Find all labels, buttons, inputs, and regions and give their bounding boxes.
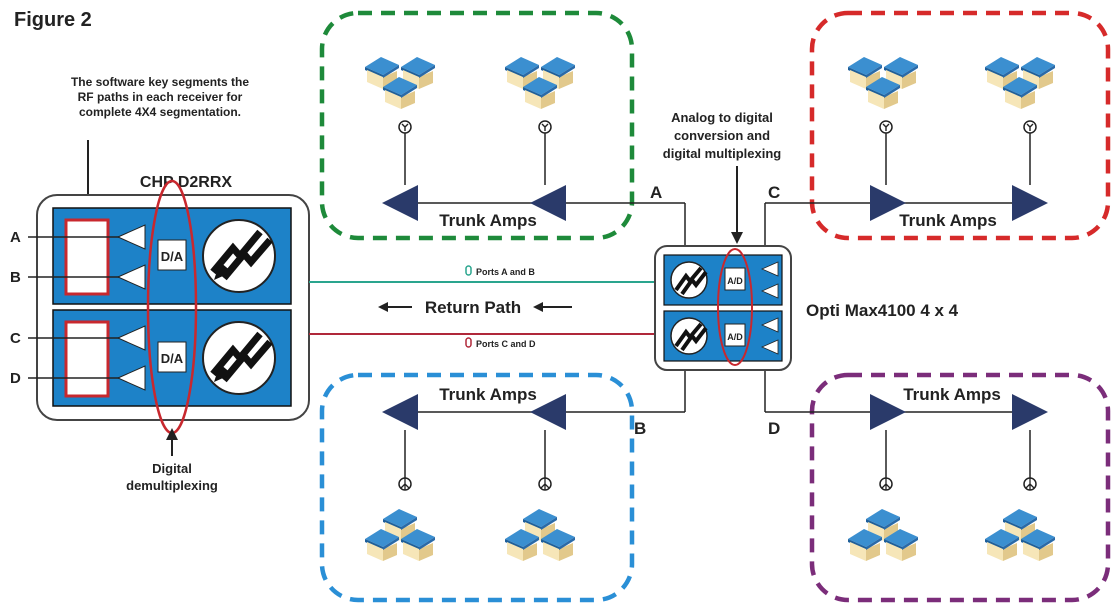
houses-d-right <box>985 509 1055 561</box>
ports-cd-label: Ports C and D <box>476 339 536 349</box>
rx-amp-icon <box>116 224 146 250</box>
trunk-amp-b2 <box>530 394 566 430</box>
ports-ab-label: Ports A and B <box>476 267 535 277</box>
port-label-b: B <box>10 269 21 286</box>
svg-text:conversion and: conversion and <box>674 128 770 143</box>
ad-converter-bottom <box>724 323 746 347</box>
laser-icon <box>670 261 708 299</box>
da-converter-top <box>157 239 187 271</box>
annotation-software-key: The software key segments the RF paths i… <box>71 75 249 119</box>
branch-letter-a: A <box>650 183 662 202</box>
return-path-label: Return Path <box>425 298 521 317</box>
svg-text:A/D: A/D <box>727 332 743 342</box>
service-area-c <box>809 10 1111 241</box>
photodiode-icon <box>202 219 276 293</box>
service-area-b <box>319 372 635 603</box>
svg-text:The software key segments the: The software key segments the <box>71 75 249 89</box>
software-key-slot-bottom <box>64 320 110 398</box>
svg-text:D/A: D/A <box>161 249 184 264</box>
antenna-icon <box>538 477 552 491</box>
rx-amp-icon <box>116 264 146 290</box>
rx-amp-icon <box>116 365 146 391</box>
service-area-d <box>809 372 1111 603</box>
connector-icon <box>465 265 472 276</box>
antenna-icon <box>1023 120 1037 134</box>
houses-d-left <box>848 509 918 561</box>
trunk-amp-a2 <box>530 185 566 221</box>
photodiode-icon <box>202 321 276 395</box>
trunk-amp-c2 <box>1012 185 1048 221</box>
svg-text:Analog to digital: Analog to digital <box>671 110 773 125</box>
antenna-icon <box>398 120 412 134</box>
houses-c-right <box>985 57 1055 109</box>
tx-input-amp-icon <box>761 339 779 355</box>
figure-label: Figure 2 <box>14 9 92 31</box>
transmitter-title: Opti Max4100 4 x 4 <box>806 301 959 320</box>
trunk-amps-label-c: Trunk Amps <box>899 211 997 230</box>
trunk-amp-c1 <box>870 185 906 221</box>
receiver-title: CHP D2RRX <box>140 174 233 191</box>
tx-input-amp-icon <box>761 283 779 299</box>
trunk-amps-label-a: Trunk Amps <box>439 211 537 230</box>
annotation-analog-digital: Analog to digital conversion and digital… <box>663 110 782 161</box>
trunk-amp-d2 <box>1012 394 1048 430</box>
antenna-icon <box>1023 477 1037 491</box>
branch-letter-c: C <box>768 183 780 202</box>
trunk-amp-a1 <box>382 185 418 221</box>
arrow-left-icon <box>533 302 543 312</box>
branch-letter-d: D <box>768 419 780 438</box>
software-key-slot-top <box>64 218 110 296</box>
arrow-left-icon <box>378 302 388 312</box>
trunk-amp-b1 <box>382 394 418 430</box>
service-area-a <box>319 10 635 241</box>
houses-b-right <box>505 509 575 561</box>
tx-input-amp-icon <box>761 317 779 333</box>
houses-b-left <box>365 509 435 561</box>
antenna-icon <box>879 477 893 491</box>
mux-highlight <box>717 248 753 366</box>
trunk-amp-d1 <box>870 394 906 430</box>
rx-amp-icon <box>116 325 146 351</box>
laser-icon <box>670 317 708 355</box>
port-label-a: A <box>10 229 21 246</box>
port-label-d: D <box>10 370 21 387</box>
svg-text:Digital: Digital <box>152 461 192 476</box>
ad-converter-top <box>724 267 746 291</box>
antenna-icon <box>879 120 893 134</box>
branch-letter-b: B <box>634 419 646 438</box>
svg-text:complete 4X4 segmentation.: complete 4X4 segmentation. <box>79 105 241 119</box>
trunk-amps-label-d: Trunk Amps <box>903 385 1001 404</box>
annotation-demux: Digital demultiplexing <box>126 461 218 493</box>
houses-c-left <box>848 57 918 109</box>
houses-a-right <box>505 57 575 109</box>
svg-text:RF paths in each receiver for: RF paths in each receiver for <box>78 90 243 104</box>
svg-text:A/D: A/D <box>727 276 743 286</box>
port-label-c: C <box>10 330 21 347</box>
trunk-amps-label-b: Trunk Amps <box>439 385 537 404</box>
connector-icon <box>465 337 472 348</box>
antenna-icon <box>538 120 552 134</box>
svg-text:D/A: D/A <box>161 351 184 366</box>
svg-text:demultiplexing: demultiplexing <box>126 478 218 493</box>
antenna-icon <box>398 477 412 491</box>
tx-input-amp-icon <box>761 261 779 277</box>
houses-a-left <box>365 57 435 109</box>
svg-text:digital multiplexing: digital multiplexing <box>663 146 782 161</box>
da-converter-bottom <box>157 341 187 373</box>
